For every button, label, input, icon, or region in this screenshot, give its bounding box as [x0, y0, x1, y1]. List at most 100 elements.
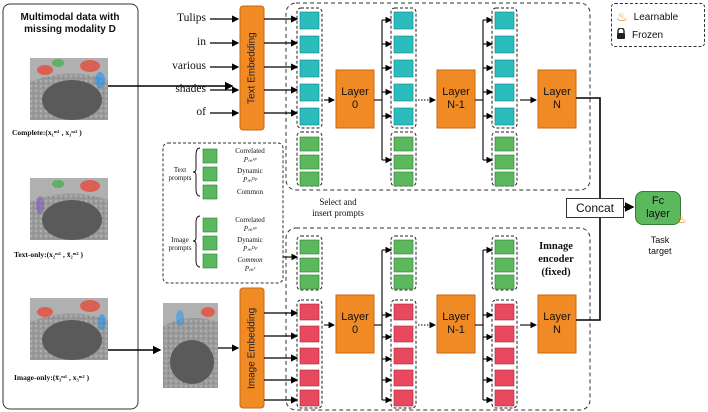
- image-complete: [30, 58, 108, 120]
- legend-learnable: ♨ Learnable: [616, 9, 678, 25]
- image-prompt-token: [299, 274, 320, 290]
- text-side-connections: [324, 16, 538, 164]
- text-token: [494, 107, 515, 126]
- prompt-swatches: [202, 148, 218, 269]
- text-token: [299, 83, 320, 102]
- image-prompt-group: [390, 235, 417, 291]
- token-4: of: [196, 106, 206, 118]
- legend-frozen: Frozen: [616, 27, 664, 43]
- text-token: [393, 83, 414, 102]
- image-token: [393, 303, 414, 321]
- text-embedding-block: [239, 5, 265, 131]
- text-prompt-token: [494, 154, 515, 170]
- text-token: [494, 35, 515, 54]
- token-2: various: [172, 60, 206, 72]
- text-prompt-token: [299, 171, 320, 187]
- fc-flame-icon: ♨: [676, 212, 687, 226]
- image-embed-arrows: [264, 309, 299, 404]
- legend: ♨ Learnable Frozen: [611, 3, 705, 47]
- image-token-group: [390, 299, 417, 409]
- image-token: [393, 389, 414, 407]
- image-token: [393, 325, 414, 343]
- text-token: [393, 107, 414, 126]
- left-panel-frame: [2, 3, 139, 410]
- image-image-only: [30, 298, 108, 360]
- text-layer-0: [335, 69, 375, 129]
- image-text-only: [30, 178, 108, 240]
- text-token: [393, 35, 414, 54]
- left-panel-title: Multimodal data with missing modality D: [20, 12, 120, 35]
- token-0: Tulips: [177, 12, 206, 24]
- caption-image-only: Image-only:(x̃₃ᵐ¹ , x₃ᵐ² ): [14, 373, 90, 382]
- flame-icon: ♨: [616, 9, 628, 24]
- image-token: [494, 325, 515, 343]
- text-token: [494, 83, 515, 102]
- image-token: [393, 347, 414, 365]
- caption-complete: Complete:(x₁ᵐ¹ , x₁ᵐ² ): [12, 128, 82, 137]
- text-prompt-token: [393, 154, 414, 170]
- text-prompt-token: [494, 171, 515, 187]
- image-token: [494, 303, 515, 321]
- image-prompt-token: [494, 274, 515, 290]
- image-prompt-token: [494, 257, 515, 273]
- image-token: [299, 303, 320, 321]
- image-prompt-token: [299, 257, 320, 273]
- image-prompt-group: [296, 235, 323, 291]
- text-prompt-token: [393, 171, 414, 187]
- caption-text-only: Text-only:(x₂ᵐ¹ , x̃₂ᵐ² ): [14, 250, 84, 259]
- legend-frozen-label: Frozen: [632, 30, 664, 41]
- image-layer-0: [335, 294, 375, 354]
- image-token: [299, 325, 320, 343]
- text-encoder-frame: [285, 2, 591, 191]
- image-token: [299, 369, 320, 387]
- text-token: [299, 107, 320, 126]
- image-token: [494, 347, 515, 365]
- image-token: [299, 347, 320, 365]
- image-embedding-block: [239, 287, 265, 409]
- prompt-brackets: [192, 147, 201, 268]
- text-embed-arrows: [264, 15, 299, 117]
- image-token: [299, 389, 320, 407]
- lock-icon: [616, 27, 626, 43]
- text-token: [494, 11, 515, 30]
- image-layer-n-1: [436, 294, 476, 354]
- image-token: [393, 369, 414, 387]
- image-token: [494, 389, 515, 407]
- image-prompt-token: [494, 239, 515, 255]
- text-embedding-label: Text Embedding: [246, 32, 258, 104]
- image-input-thumbnail: [163, 303, 218, 388]
- image-token-group: [491, 299, 518, 409]
- text-token: [299, 59, 320, 78]
- legend-learnable-label: Learnable: [633, 11, 679, 23]
- token-3: shades: [175, 83, 206, 95]
- image-prompt-group: [491, 235, 518, 291]
- text-prompt-token: [299, 154, 320, 170]
- image-embedding-label: Image Embedding: [246, 307, 258, 389]
- text-layer-n-1: [436, 69, 476, 129]
- token-1: in: [197, 36, 206, 48]
- text-token: [299, 35, 320, 54]
- image-prompt-token: [393, 239, 414, 255]
- text-token: [393, 11, 414, 30]
- image-side-connections: [324, 246, 538, 404]
- text-token: [494, 59, 515, 78]
- image-token-group: [296, 299, 323, 409]
- image-token-columns: [296, 235, 518, 409]
